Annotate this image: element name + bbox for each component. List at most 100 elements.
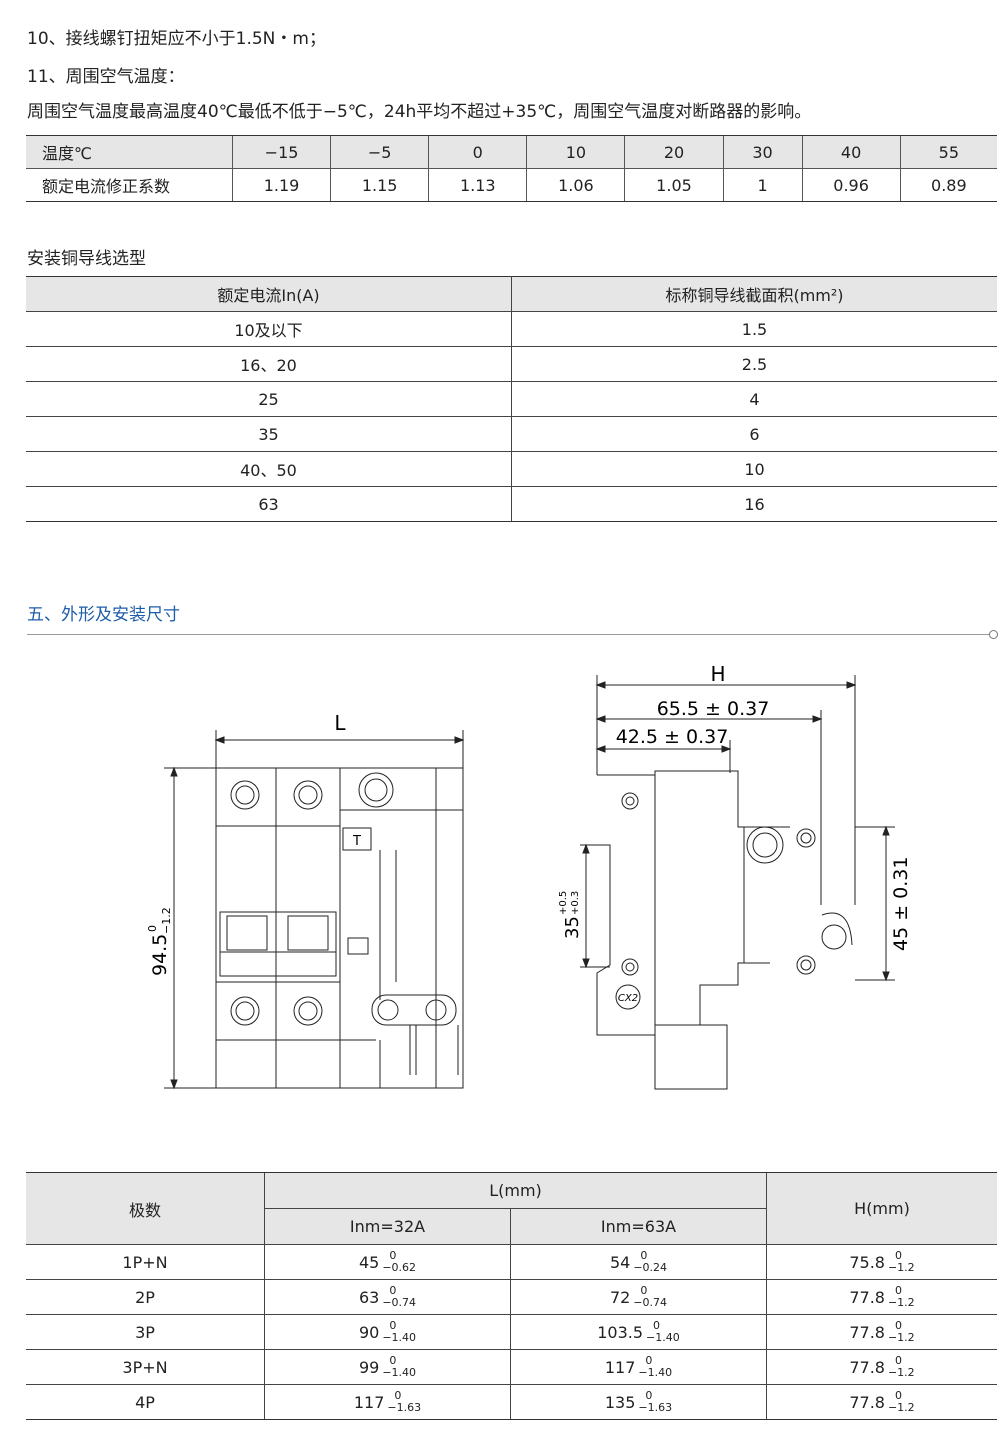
l32-tol-lower: −0.74 xyxy=(382,1296,417,1309)
l63-value: 117 xyxy=(604,1357,636,1377)
h-tolerance: 0−1.2 xyxy=(888,1390,915,1414)
h-tolerance: 0−1.2 xyxy=(888,1285,915,1309)
side-total-label: H xyxy=(710,662,725,686)
section-divider xyxy=(27,634,990,635)
product-logo: CX2 xyxy=(618,993,638,1004)
note-torque: 10、接线螺钉扭矩应不小于1.5N・m； xyxy=(27,29,326,49)
h-tol-upper: 0 xyxy=(894,1249,902,1262)
l32-value: 99 xyxy=(358,1357,380,1377)
h-tol-lower: −1.2 xyxy=(887,1261,915,1274)
h-tol-lower: −1.2 xyxy=(887,1401,915,1414)
l32-tol-lower: −1.40 xyxy=(382,1331,417,1344)
h-tol-lower: −1.2 xyxy=(887,1366,915,1379)
current-cell: 35 xyxy=(26,416,512,452)
section-cell: 10 xyxy=(511,451,997,487)
temperature-cell: 0 xyxy=(428,135,527,169)
poles-value: 1P+N xyxy=(122,1253,168,1272)
poles-value: 3P+N xyxy=(122,1358,168,1377)
l63-tol-lower: −1.40 xyxy=(638,1366,673,1379)
l63-tol-upper: 0 xyxy=(645,1354,653,1367)
section-title: 五、外形及安装尺寸 xyxy=(27,605,180,625)
header-l-32a: Inm=32A xyxy=(264,1208,511,1245)
temperature-cell: 10 xyxy=(526,135,625,169)
l63-tol-upper: 0 xyxy=(640,1284,648,1297)
temperature-cell: 55 xyxy=(899,135,997,169)
header-rated-current: 额定电流In(A) xyxy=(26,276,512,312)
rail-tol-upper: +0.5 xyxy=(558,891,569,915)
l63-tolerance: 0−1.63 xyxy=(638,1390,672,1414)
l32-value: 117 xyxy=(353,1392,385,1412)
temperature-cell: −15 xyxy=(231,135,331,169)
h-tol-lower: −1.2 xyxy=(887,1331,915,1344)
header-l-63a: Inm=63A xyxy=(510,1208,767,1245)
note-ambient-heading: 11、周围空气温度： xyxy=(27,67,185,87)
poles-cell: 4P xyxy=(26,1384,265,1420)
h-tol-lower: −1.2 xyxy=(887,1296,915,1309)
l32-tolerance: 0−0.74 xyxy=(382,1285,416,1309)
l63-tol-lower: −0.24 xyxy=(633,1261,668,1274)
wire-table-title: 安装铜导线选型 xyxy=(27,249,146,269)
note-ambient-text: 周围空气温度最高温度40℃最低不低于−5℃，24h平均不超过+35℃，周围空气温… xyxy=(27,102,812,122)
h-tolerance: 0−1.2 xyxy=(888,1250,915,1274)
front-view-drawing: L 94.5 0 −1.2 T xyxy=(146,711,465,1090)
l32-tolerance: 0−0.62 xyxy=(382,1250,416,1274)
temperature-correction-table: 温度℃ −15 −5 0 10 20 30 40 55 额定电流修正系数 1.1… xyxy=(26,135,997,202)
row-label-factor: 额定电流修正系数 xyxy=(26,168,233,202)
poles-cell: 3P xyxy=(26,1314,265,1350)
poles-cell: 1P+N xyxy=(26,1244,265,1280)
header-l-group: L(mm) xyxy=(264,1172,767,1209)
poles-value: 2P xyxy=(135,1288,155,1307)
section-cell: 2.5 xyxy=(511,346,997,382)
l32-tol-upper: 0 xyxy=(394,1389,402,1402)
l63-tolerance: 0−0.74 xyxy=(633,1285,667,1309)
table-header-row: 极数 L(mm) H(mm) xyxy=(26,1172,997,1245)
section-cell: 1.5 xyxy=(511,311,997,347)
l63-tol-upper: 0 xyxy=(640,1249,648,1262)
h-value: 77.8 xyxy=(849,1287,885,1307)
l63-value: 54 xyxy=(609,1252,631,1272)
header-cross-section: 标称铜导线截面积(mm²) xyxy=(511,276,997,312)
l63-tolerance: 0−0.24 xyxy=(633,1250,667,1274)
l63-tol-lower: −1.63 xyxy=(638,1401,673,1414)
factor-cell: 0.96 xyxy=(801,168,901,202)
temperature-cell: −5 xyxy=(330,135,429,169)
h-value: 77.8 xyxy=(849,1322,885,1342)
test-button-label: T xyxy=(352,834,361,849)
table-row: 额定电流修正系数 1.19 1.15 1.13 1.06 1.05 1 0.96… xyxy=(26,168,997,202)
l32-tol-upper: 0 xyxy=(389,1249,397,1262)
l32-tol-upper: 0 xyxy=(389,1319,397,1332)
mount-height-value: 45 ± 0.31 xyxy=(890,857,912,951)
factor-cell: 1.13 xyxy=(428,168,527,202)
temperature-cell: 40 xyxy=(801,135,901,169)
l32-tolerance: 0−1.40 xyxy=(382,1320,416,1344)
factor-cell: 1 xyxy=(722,168,803,202)
l63-tolerance: 0−1.40 xyxy=(638,1355,672,1379)
l32-tolerance: 0−1.63 xyxy=(387,1390,421,1414)
factor-cell: 1.19 xyxy=(231,168,331,202)
factor-cell: 1.05 xyxy=(624,168,724,202)
l32-value: 90 xyxy=(358,1322,380,1342)
l32-tolerance: 0−1.40 xyxy=(382,1355,416,1379)
divider-end-circle-icon xyxy=(989,630,998,639)
h-tol-upper: 0 xyxy=(894,1319,902,1332)
current-cell: 40、50 xyxy=(26,451,512,487)
